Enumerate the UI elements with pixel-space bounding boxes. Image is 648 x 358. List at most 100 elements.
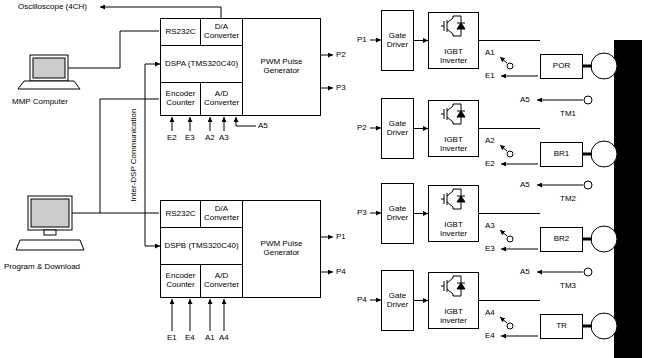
signal-label: A1 [205,333,215,343]
signal-label: P4 [336,267,346,277]
inverter-box: IGBT inverter [428,272,479,329]
node-text: RS232C [165,210,195,219]
download-wire [100,99,159,213]
gate-driver-box: Gate Driver [381,10,414,71]
dsp-module-box: A/D Converter [200,82,243,116]
signal-label: A5 [520,95,530,105]
signal-label: E2 [167,133,177,143]
node-text: IGBT inverter [430,308,477,326]
laptop-icon [18,55,80,89]
signal-label: E3 [185,133,195,143]
encoder-wire [501,76,538,336]
signal-label: E4 [485,331,495,341]
signal-label: E2 [485,159,495,169]
signal-label: P2 [336,50,346,60]
node-text: Gate Driver [383,120,412,138]
signal-label: Program & Download [4,262,80,272]
signal-label: TM1 [560,109,576,119]
inverter-box: IGBT Inverter [428,12,479,69]
inverter-box: IGBT Inverter [428,100,479,157]
signal-label: P3 [336,83,346,93]
motor-shaft [582,66,592,326]
dsp-module-box: Encoder Counter [160,264,201,298]
sensor-leader [500,57,507,323]
signal-label: A5 [258,121,268,131]
serial-wire [68,31,159,68]
signal-label: P1 [357,35,367,45]
node-text: PWM Pulse Generator [244,58,319,76]
node-text: RS232C [165,28,195,37]
gate-driver-box: Gate Driver [381,270,414,331]
pwm-output-arrows [320,55,333,272]
dsp-module-box: D/A Converter [200,200,243,228]
signal-label: E1 [167,333,177,343]
node-text: DSPB (TMS320C40) [164,242,238,251]
connector [479,40,540,41]
motor-box: BR1 [540,142,583,167]
connector [479,300,540,301]
dsp-module-box: A/D Converter [200,264,243,298]
signal-label: A2 [205,133,215,143]
inverter-box: IGBT Inverter [428,185,479,242]
node-text: BR1 [554,150,570,159]
signal-label: A2 [485,136,495,146]
motor-box: POR [540,54,583,79]
current-sensor [507,63,513,329]
signal-label: E3 [485,244,495,254]
node-text: POR [553,62,570,71]
node-text: PWM Pulse Generator [244,240,319,258]
signal-label: E4 [185,333,195,343]
signal-label: P3 [357,208,367,218]
dsp-module-box: Encoder Counter [160,82,201,116]
gate-driver-box: Gate Driver [381,183,414,244]
signal-label: TM2 [560,194,576,204]
connector [414,128,428,129]
node-text: IGBT Inverter [430,221,477,239]
connector [479,213,540,214]
node-text: Gate Driver [383,292,412,310]
node-text: DSPA (TMS320C40) [165,60,238,69]
signal-label: A4 [219,333,229,343]
signal-label: A3 [485,221,495,231]
gate-input-arrows [370,40,381,300]
node-text: Gate Driver [383,32,412,50]
signal-label: P2 [357,123,367,133]
signal-label: MMP Computer [12,97,68,107]
node-text: Encoder Counter [162,90,199,108]
connector [414,213,428,214]
signal-label: E1 [485,71,495,81]
roller [591,53,617,339]
dsp-module-box: RS232C [160,18,201,46]
node-text: Encoder Counter [162,272,199,290]
node-text: TR [556,322,567,331]
motor-box: BR2 [540,227,583,252]
connector [479,128,540,129]
dsp-module-box: PWM Pulse Generator [242,200,321,298]
signal-label: P4 [357,295,367,305]
node-text: D/A Converter [202,23,241,41]
dsp-module-box: D/A Converter [200,18,243,46]
connector [145,64,160,246]
gate-driver-box: Gate Driver [381,98,414,159]
signal-label: P1 [336,232,346,242]
node-text: D/A Converter [202,205,241,223]
node-text: IGBT Inverter [430,136,477,154]
signal-label: A1 [485,48,495,58]
node-text: IGBT Inverter [430,48,477,66]
oscilloscope-wire [100,7,221,18]
node-text: A/D Converter [202,90,241,108]
dsp-module-box: DSPB (TMS320C40) [160,227,243,265]
connector-label: Inter-DSP Communication [129,109,139,202]
dsp-module-box: PWM Pulse Generator [242,18,321,116]
serial-wire [72,213,159,214]
connector [414,40,428,41]
signal-label: A5 [520,267,530,277]
motor-box: TR [540,314,583,339]
signal-label: A3 [219,133,229,143]
node-text: A/D Converter [202,272,241,290]
signal-label: Oscilloscope (4CH) [18,2,87,12]
node-text: BR2 [554,235,570,244]
dsp-module-box: DSPA (TMS320C40) [160,45,243,83]
dsp-module-box: RS232C [160,200,201,228]
desktop-icon [16,196,84,250]
